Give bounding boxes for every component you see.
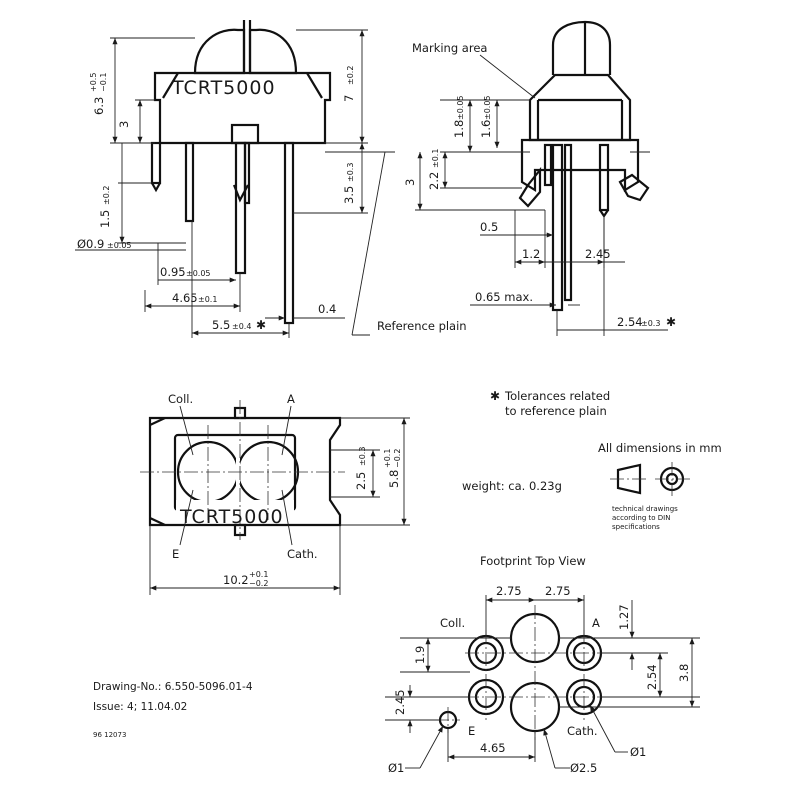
svg-text:3.5: 3.5: [342, 186, 356, 204]
svg-text:2.75: 2.75: [496, 584, 522, 598]
svg-text:5.5: 5.5: [212, 318, 230, 332]
svg-text:2.54: 2.54: [645, 664, 659, 690]
top-body: [148, 416, 342, 527]
tolerances-note-line2: to reference plain: [505, 404, 607, 418]
top-label-anode: A: [287, 392, 295, 406]
svg-text:3: 3: [403, 179, 417, 186]
svg-text:+0.1: +0.1: [249, 570, 268, 579]
ref-code: 96 12073: [93, 731, 126, 739]
svg-text:Ø2.5: Ø2.5: [570, 761, 597, 775]
side-view: Marking area 1.8 ±0.05 1.6 ±0.05 2.2 ±0.…: [403, 20, 676, 336]
front-lens-right: [248, 28, 298, 75]
svg-text:−0.2: −0.2: [393, 449, 402, 468]
svg-text:Cath.: Cath.: [567, 724, 598, 738]
svg-text:1.6: 1.6: [479, 120, 493, 138]
svg-text:Coll.: Coll.: [440, 616, 465, 630]
svg-text:TCRT5000: TCRT5000: [179, 506, 284, 528]
svg-text:±0.05: ±0.05: [456, 95, 465, 120]
svg-text:±0.1: ±0.1: [198, 295, 217, 304]
front-view: TCRT5000 6.3 +0.5 −0.1 3 7 ±0.2 3.5 ±0.3: [75, 20, 467, 338]
svg-text:1.9: 1.9: [413, 646, 427, 664]
front-marking-text: TCRT5000: [171, 77, 276, 99]
issue-label: Issue: 4; 11.04.02: [93, 701, 187, 713]
svg-text:−0.1: −0.1: [99, 73, 108, 92]
top-label-cathode: Cath.: [287, 547, 318, 561]
side-lens: [551, 20, 612, 75]
svg-text:according to DIN: according to DIN: [612, 514, 670, 522]
side-pin-left: [551, 143, 564, 312]
svg-text:Ø1: Ø1: [630, 745, 646, 759]
footprint: Footprint Top View Coll. A E Cath. 2.75 …: [385, 554, 700, 775]
svg-text:2.75: 2.75: [545, 584, 571, 598]
svg-text:✱: ✱: [256, 318, 266, 332]
svg-text:±0.3: ±0.3: [346, 163, 355, 182]
footprint-title: Footprint Top View: [480, 554, 586, 568]
svg-text:0.65 max.: 0.65 max.: [475, 290, 533, 304]
svg-text:1.8: 1.8: [452, 120, 466, 138]
svg-text:3: 3: [117, 121, 131, 128]
svg-text:1.27: 1.27: [617, 604, 631, 630]
svg-text:1.5: 1.5: [98, 210, 112, 228]
svg-text:±0.3: ±0.3: [641, 319, 660, 328]
svg-text:±0.05: ±0.05: [483, 95, 492, 120]
svg-text:0.95: 0.95: [160, 265, 186, 279]
svg-text:±0.05: ±0.05: [186, 269, 211, 278]
svg-text:4.65: 4.65: [480, 741, 506, 755]
tolerances-note-line1: Tolerances related: [504, 389, 610, 403]
projection-cone-icon: [616, 463, 642, 495]
svg-text:7: 7: [342, 95, 356, 102]
svg-text:A: A: [592, 616, 600, 630]
svg-text:±0.2: ±0.2: [102, 186, 111, 205]
weight-label: weight: ca. 0.23g: [462, 479, 562, 493]
svg-text:technical drawings: technical drawings: [612, 505, 678, 513]
svg-text:specifications: specifications: [612, 523, 660, 531]
title-block: Drawing-No.: 6.550-5096.01-4 Issue: 4; 1…: [93, 681, 253, 739]
svg-text:±0.1: ±0.1: [431, 149, 440, 168]
svg-text:2.45: 2.45: [393, 689, 407, 715]
svg-text:Ø0.9: Ø0.9: [77, 237, 104, 251]
svg-text:✱: ✱: [490, 389, 500, 403]
svg-text:10.2: 10.2: [223, 573, 249, 587]
svg-text:5.8: 5.8: [387, 470, 401, 488]
svg-text:±0.3: ±0.3: [358, 447, 367, 466]
svg-text:2.5: 2.5: [354, 472, 368, 490]
svg-text:Ø1: Ø1: [388, 761, 404, 775]
svg-text:2.45: 2.45: [585, 247, 611, 261]
svg-text:0.5: 0.5: [480, 220, 498, 234]
marking-area-label: Marking area: [412, 41, 487, 55]
svg-text:4.65: 4.65: [172, 291, 198, 305]
svg-text:0.4: 0.4: [318, 302, 336, 316]
svg-text:E: E: [468, 724, 475, 738]
all-dimensions-label: All dimensions in mm: [598, 441, 722, 455]
front-lens-left: [193, 28, 246, 75]
reference-plain-label: Reference plain: [377, 319, 467, 333]
dim-6-3: 6.3: [92, 97, 106, 115]
notes: ✱ Tolerances related to reference plain …: [462, 389, 722, 531]
svg-text:±0.2: ±0.2: [346, 66, 355, 85]
svg-text:3.8: 3.8: [677, 664, 691, 682]
svg-text:+0.1: +0.1: [383, 449, 392, 468]
svg-text:2.54: 2.54: [617, 315, 643, 329]
svg-text:−0.2: −0.2: [249, 579, 268, 588]
svg-text:+0.5: +0.5: [89, 73, 98, 92]
top-label-coll: Coll.: [168, 392, 193, 406]
svg-text:✱: ✱: [666, 315, 676, 329]
drawing-number: Drawing-No.: 6.550-5096.01-4: [93, 681, 253, 693]
side-body: [528, 73, 632, 142]
svg-text:2.2: 2.2: [427, 172, 441, 190]
top-label-emitter: E: [172, 547, 179, 561]
svg-text:1.2: 1.2: [522, 247, 540, 261]
svg-text:±0.05: ±0.05: [107, 241, 132, 250]
top-view: TCRT5000 Coll. A E Cath. 2.5 ±0.3 5.8 +0…: [140, 392, 410, 595]
svg-text:±0.4: ±0.4: [232, 322, 251, 331]
front-pin-left: [150, 141, 162, 185]
